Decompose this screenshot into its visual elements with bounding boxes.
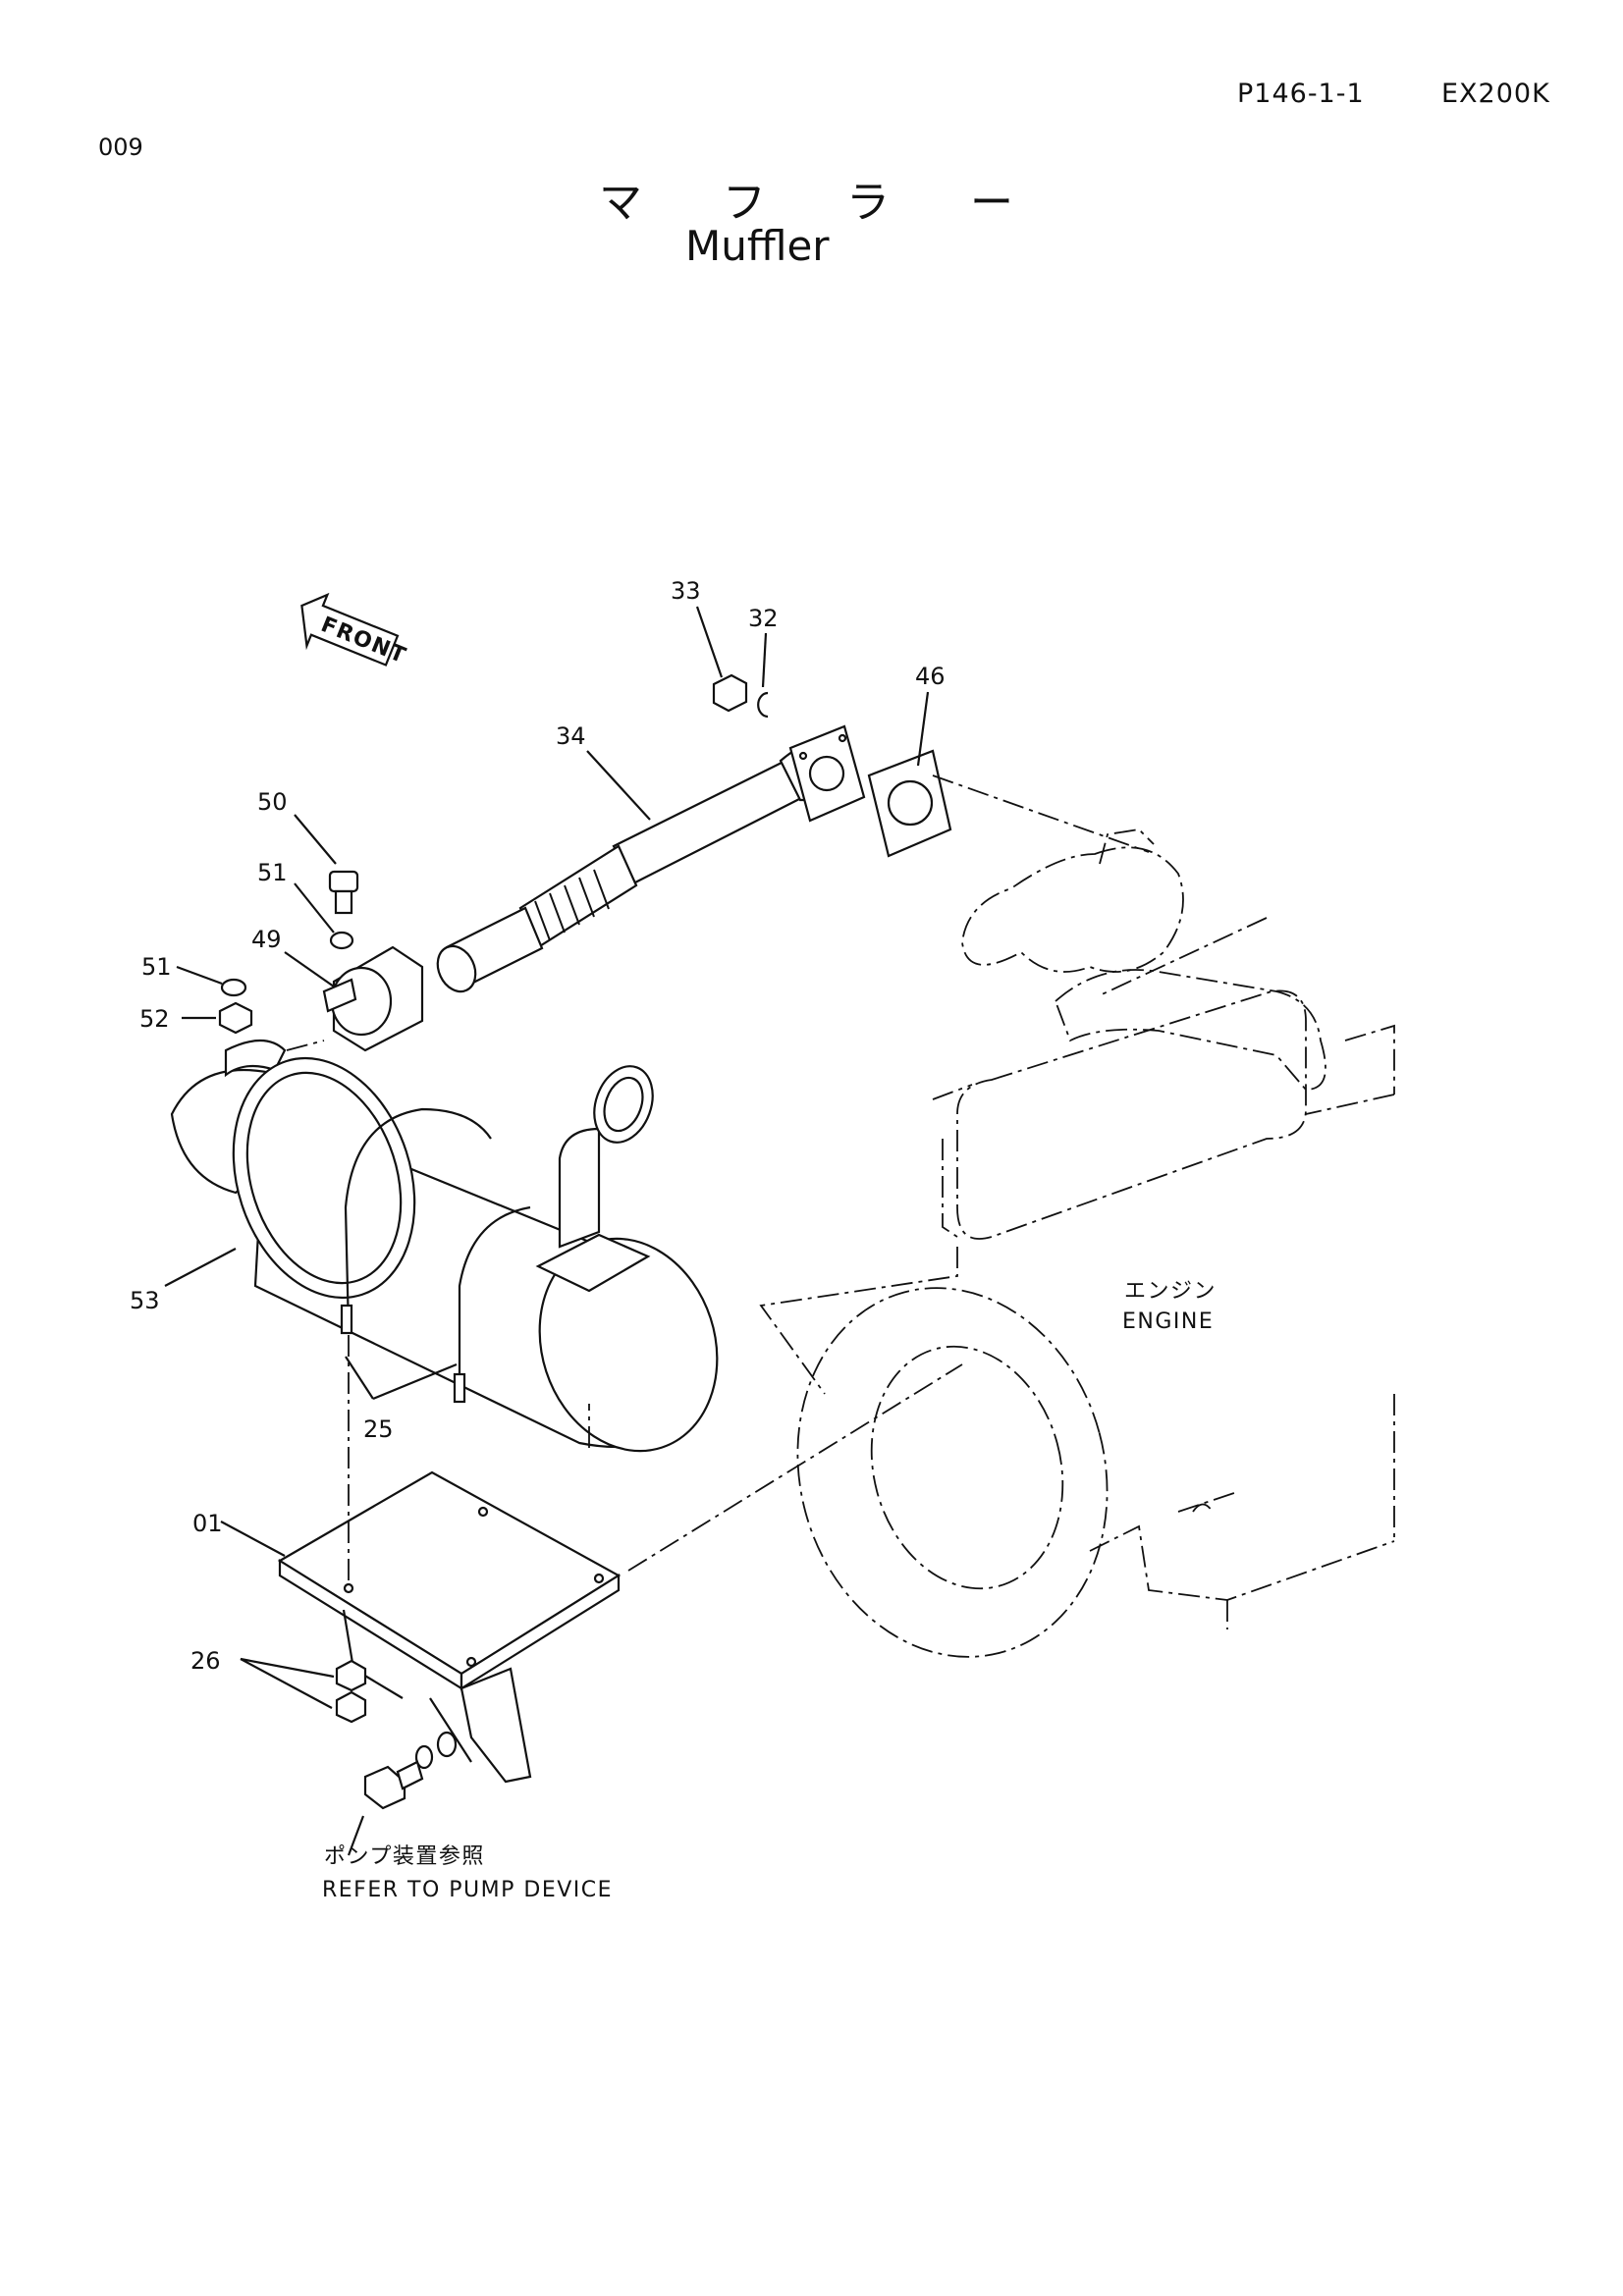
exhaust-pipe xyxy=(436,743,827,993)
engine-label-jp: エンジン xyxy=(1124,1279,1217,1304)
front-arrow-icon: FRONT xyxy=(300,592,410,668)
pipe-flange xyxy=(788,724,866,823)
page-reference: P146-1-1 xyxy=(1237,79,1365,109)
lock-washer-32 xyxy=(757,691,769,719)
bolt-50 xyxy=(328,870,359,915)
page-title: Muffler xyxy=(685,222,830,270)
nuts-26 xyxy=(335,1659,367,1724)
callout-33: 33 xyxy=(671,577,701,605)
washer xyxy=(436,1731,458,1758)
callout-01: 01 xyxy=(192,1510,223,1537)
muffler-body xyxy=(170,1040,719,1453)
callout-52: 52 xyxy=(139,1005,170,1033)
callout-50: 50 xyxy=(257,788,288,816)
callout-32: 32 xyxy=(748,605,779,632)
clamp-49 xyxy=(322,945,424,1052)
callout-51-upper: 51 xyxy=(257,859,288,886)
page-code: 009 xyxy=(98,133,143,161)
title-japanese: マ フ ラ ー xyxy=(599,178,1047,228)
front-label: FRONT xyxy=(317,613,409,668)
callout-46: 46 xyxy=(915,663,946,690)
callout-26: 26 xyxy=(190,1647,221,1675)
washer-51b xyxy=(220,978,247,997)
washer-51a xyxy=(329,931,354,950)
u-bolts xyxy=(340,1107,531,1404)
pump-ref-label-jp: ポンプ装置参照 xyxy=(324,1844,485,1869)
nut-33 xyxy=(712,673,748,713)
callout-53: 53 xyxy=(130,1287,160,1314)
callout-leaders xyxy=(164,606,930,1856)
callout-51-lower: 51 xyxy=(141,953,172,981)
gasket xyxy=(867,749,952,858)
washer xyxy=(414,1744,434,1770)
mounting-bolt xyxy=(363,1760,424,1810)
engine-label-en: ENGINE xyxy=(1122,1309,1214,1334)
leader-lines xyxy=(286,774,1150,1585)
callout-34: 34 xyxy=(556,722,586,750)
pump-ref-label-en: REFER TO PUMP DEVICE xyxy=(322,1878,613,1902)
bracket-01 xyxy=(277,1470,622,1784)
model-number: EX200K xyxy=(1441,79,1550,109)
callout-25: 25 xyxy=(363,1415,394,1443)
callout-49: 49 xyxy=(251,926,282,953)
nut-52 xyxy=(218,1001,253,1035)
engine-outline xyxy=(759,828,1395,1658)
